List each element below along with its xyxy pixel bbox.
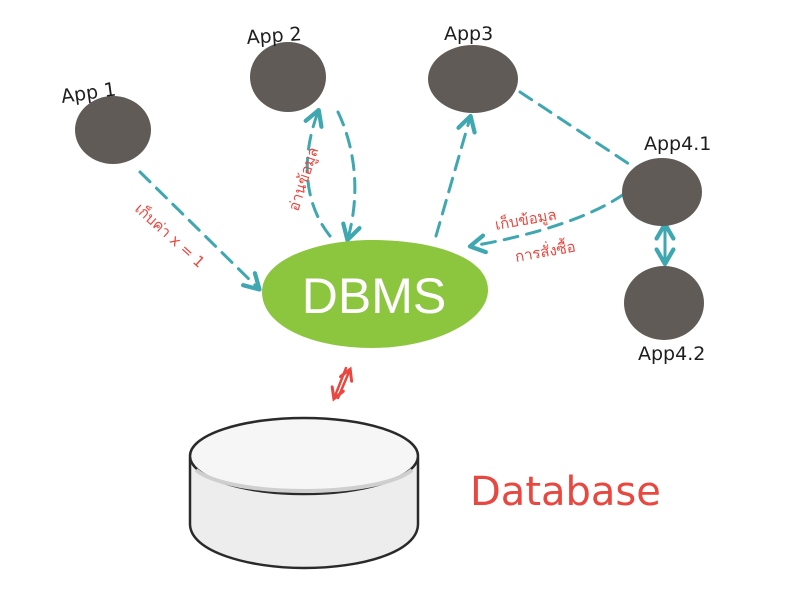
app1-node[interactable]	[75, 96, 151, 164]
arrow-app41-to-dbms	[467, 192, 626, 255]
dbms-database-link	[330, 366, 354, 402]
note-app2-arrow: อ่านข้อมูล	[285, 145, 323, 213]
arrow-dbms-to-app3	[434, 113, 477, 238]
arrow-app1-to-dbms	[138, 170, 262, 292]
note-app4-arrow-line2: การสั่งซื้อ	[513, 236, 577, 266]
app2-label: App 2	[246, 23, 303, 49]
database-cylinder[interactable]	[188, 416, 420, 570]
app42-label: App4.2	[638, 343, 705, 365]
dbms-label: DBMS	[302, 268, 446, 324]
arrow-dbms-to-app2	[303, 107, 332, 238]
app3-label: App3	[444, 23, 493, 45]
app3-node[interactable]	[428, 45, 518, 113]
dbms-node[interactable]	[262, 240, 488, 348]
database-label: Database	[470, 469, 661, 515]
app41-node[interactable]	[622, 158, 702, 226]
arrow-app2-to-dbms	[336, 110, 362, 243]
app2-node[interactable]	[250, 42, 326, 112]
note-app1-arrow: เก็บค่า x = 1	[131, 199, 209, 272]
link-app3-app41	[518, 90, 634, 168]
app42-node[interactable]	[624, 266, 704, 340]
app41-label: App4.1	[644, 133, 711, 155]
note-app4-arrow-line1: เก็บข้อมูล	[493, 204, 557, 233]
